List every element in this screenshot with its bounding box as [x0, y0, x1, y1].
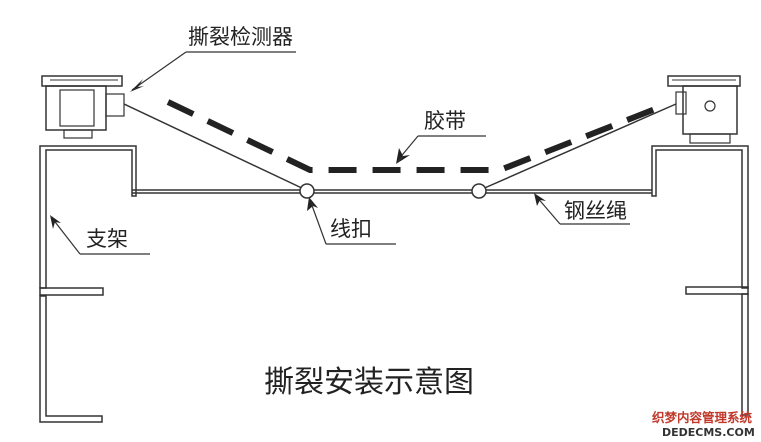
left-bracket: [39, 145, 137, 423]
watermark-line2: DEDECMS.COM: [662, 426, 755, 439]
label-detector: 撕裂检测器: [188, 25, 293, 49]
right-bracket: [651, 145, 749, 416]
label-clip: 线扣: [330, 217, 372, 241]
leader-belt: [396, 135, 486, 164]
left-clip: [299, 183, 315, 199]
diagram-title: 撕裂安装示意图: [264, 365, 474, 400]
right-clip: [471, 183, 487, 199]
wire-ropes: [123, 103, 677, 194]
label-bracket: 支架: [86, 227, 128, 251]
right-detector: [667, 75, 741, 144]
label-wire-rope: 钢丝绳: [564, 199, 627, 223]
leader-bracket: [50, 215, 150, 255]
leader-detector: [130, 51, 296, 92]
watermark-line1: 织梦内容管理系统: [652, 410, 753, 425]
label-belt: 胶带: [424, 109, 466, 133]
leader-wire-rope: [534, 193, 630, 225]
leader-clip: [307, 197, 396, 245]
watermark: 织梦内容管理系统 DEDECMS.COM: [652, 410, 755, 439]
left-detector: [41, 75, 125, 139]
